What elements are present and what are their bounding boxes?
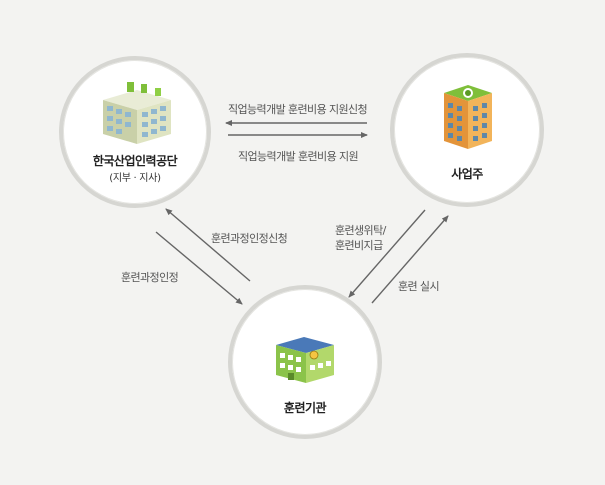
company-building-icon [444,85,492,149]
label-institute-to-employer: 훈련 실시 [398,280,440,293]
label-institute-to-agency: 훈련과정인정신청 [211,232,288,245]
training-school-building-icon [276,337,334,383]
label-employer-to-agency: 직업능력개발 훈련비용 지원신청 [228,103,368,116]
label-employer-to-institute-2: 훈련비지급 [335,239,383,252]
arrow-institute-to-agency [165,208,251,282]
label-agency-to-employer: 직업능력개발 훈련비용 지원 [238,150,359,163]
node-institute-name: 훈련기관 [283,401,327,415]
node-agency: 한국산업인력공단 (지부 · 지사) [59,56,211,208]
node-agency-sub: (지부 · 지사) [109,173,161,184]
office-building-icon [103,82,171,144]
label-employer-to-institute-1: 훈련생위탁/ [335,224,386,237]
arrow-agency-to-institute [155,231,243,305]
arrow-institute-to-employer [371,215,449,304]
node-employer: 사업주 [390,53,544,207]
label-agency-to-institute: 훈련과정인정 [121,271,179,284]
node-institute: 훈련기관 [228,285,382,439]
node-employer-name: 사업주 [451,167,483,181]
node-agency-name: 한국산업인력공단 [92,154,178,168]
arrow-employer-to-institute [348,209,426,298]
